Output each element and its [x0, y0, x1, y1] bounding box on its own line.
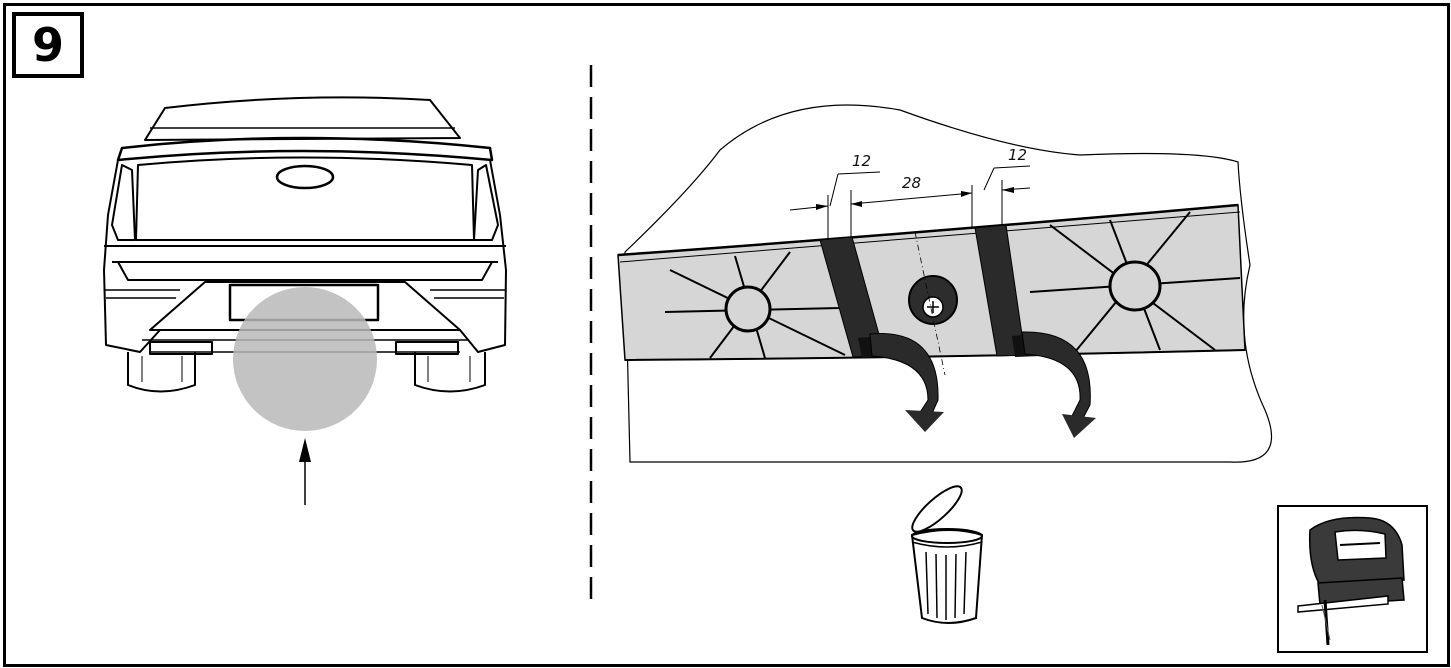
pointer-arrow — [299, 438, 311, 505]
step-number: 9 — [31, 18, 64, 72]
bumper-detail: 12 28 12 — [617, 104, 1273, 463]
dimension-label-left: 12 — [852, 152, 871, 170]
dimension-label-gap: 28 — [902, 174, 921, 192]
page-frame — [3, 3, 1450, 667]
center-screw — [908, 231, 958, 376]
dimension-arrowheads — [816, 187, 1014, 210]
dimension-label-right: 12 — [1008, 146, 1027, 164]
step-number-badge: 9 — [12, 12, 84, 78]
right-sensor-hub — [1029, 211, 1241, 353]
left-sensor-hub — [664, 251, 846, 359]
jigsaw-icon — [1277, 505, 1428, 653]
trash-bin-icon — [910, 485, 984, 624]
highlight-area — [233, 287, 377, 431]
vehicle-rear-view — [103, 96, 507, 393]
